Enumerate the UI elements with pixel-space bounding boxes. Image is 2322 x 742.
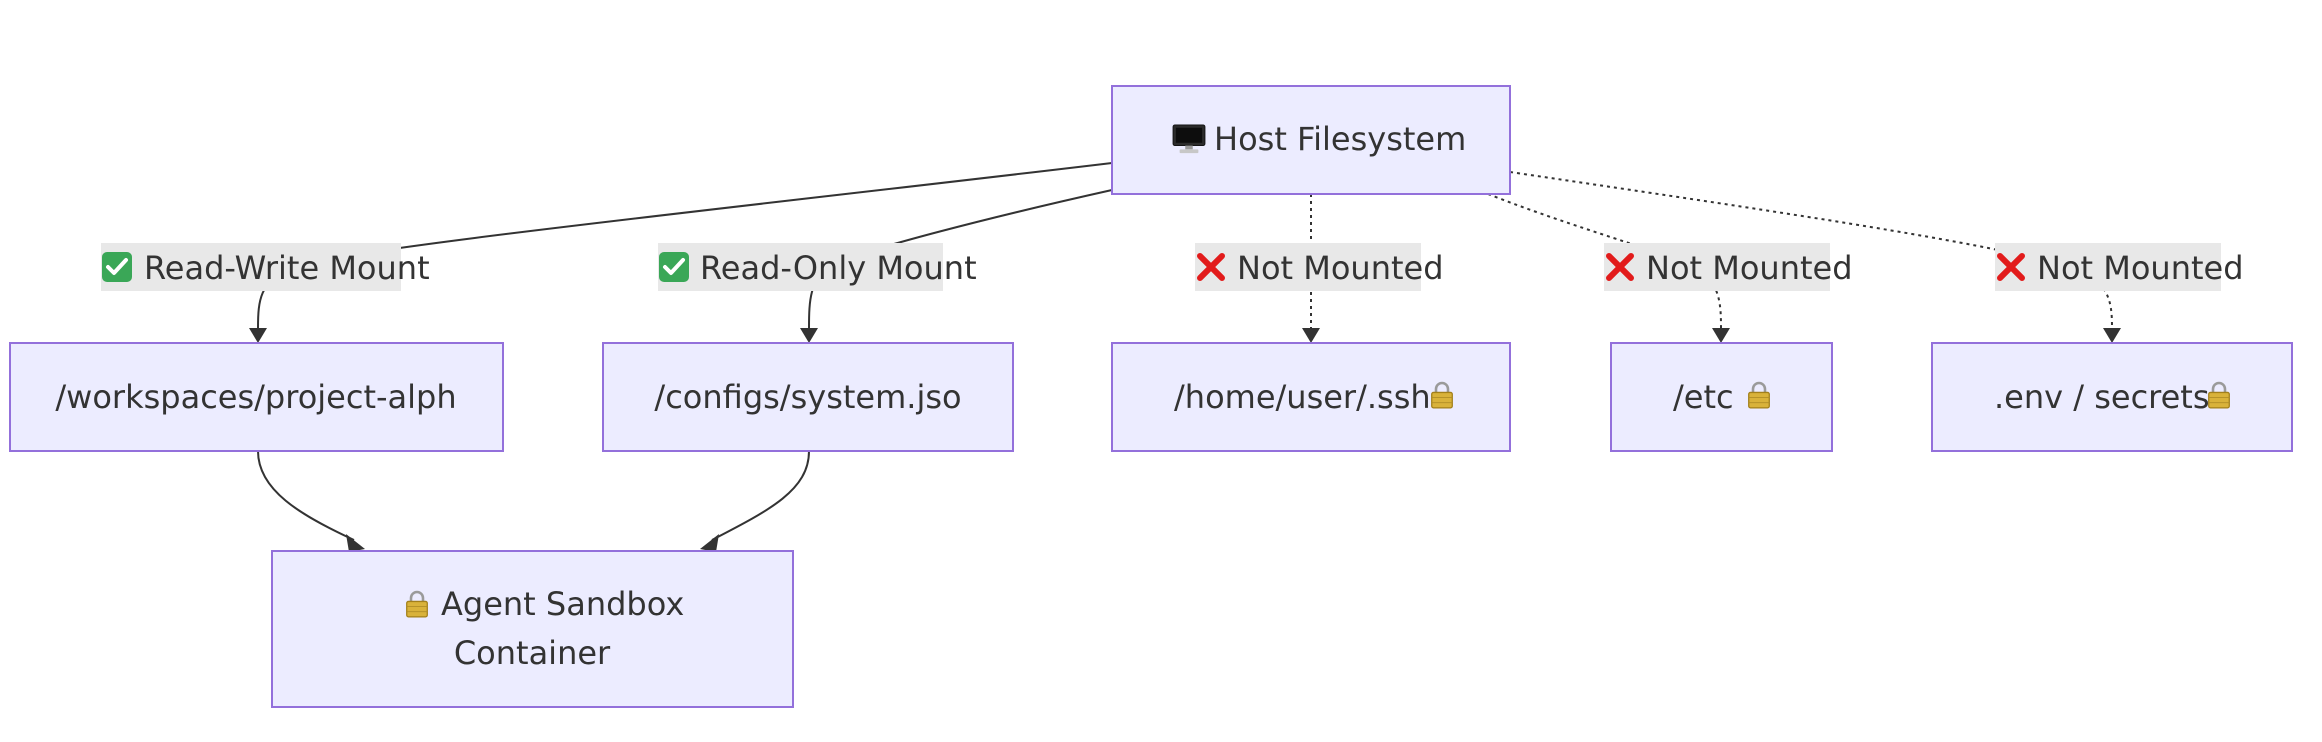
edge-workspaces-to-sandbox xyxy=(257,450,355,541)
arrowhead xyxy=(1302,328,1320,343)
node-agent-sandbox: Agent Sandbox Container xyxy=(271,550,794,708)
node-label-line1: Agent Sandbox xyxy=(441,585,684,623)
edge-label-text: Not Mounted xyxy=(1646,249,1853,287)
arrowhead xyxy=(800,328,818,343)
node-box xyxy=(271,550,794,708)
node-label: /etc xyxy=(1673,378,1734,416)
node-label: /configs/system.jso xyxy=(654,378,961,416)
arrowhead xyxy=(2103,328,2121,343)
node-box xyxy=(602,342,1014,452)
edge-label-not-mounted-etc: Not Mounted xyxy=(1604,243,1853,291)
node-ssh: /home/user/.ssh xyxy=(1111,342,1511,452)
node-label: .env / secrets xyxy=(1994,378,2210,416)
edge-label-background xyxy=(1195,243,1421,291)
edge-label-text: Not Mounted xyxy=(1237,249,1444,287)
arrowhead xyxy=(249,328,267,343)
check-icon xyxy=(101,251,133,283)
edge-label-background xyxy=(1995,243,2221,291)
node-label: /home/user/.ssh xyxy=(1174,378,1431,416)
edge-label-background xyxy=(1604,243,1830,291)
node-host-filesystem: Host Filesystem xyxy=(1111,85,1511,195)
node-box xyxy=(9,342,504,452)
edge-label-background xyxy=(101,243,401,291)
edge-label-read-write: Read-Write Mount xyxy=(101,243,430,291)
arrowhead xyxy=(346,534,365,552)
check-icon xyxy=(658,251,690,283)
node-configs: /configs/system.jso xyxy=(602,342,1014,452)
node-etc: /etc xyxy=(1610,342,1833,452)
arrowhead xyxy=(700,534,719,552)
edge-label-not-mounted-env: Not Mounted xyxy=(1995,243,2244,291)
node-workspaces: /workspaces/project-alph xyxy=(9,342,504,452)
edge-label-not-mounted-ssh: Not Mounted xyxy=(1195,243,1444,291)
node-box xyxy=(1931,342,2293,452)
node-label-line2: Container xyxy=(454,634,611,672)
edge-label-text: Read-Write Mount xyxy=(144,249,430,287)
node-label: /workspaces/project-alph xyxy=(55,378,456,416)
edge-label-background xyxy=(658,243,943,291)
edge-label-read-only: Read-Only Mount xyxy=(658,243,977,291)
node-box xyxy=(1610,342,1833,452)
arrowhead xyxy=(1712,328,1730,343)
node-env-secrets: .env / secrets xyxy=(1931,342,2293,452)
edge-label-text: Not Mounted xyxy=(2037,249,2244,287)
edge-label-text: Read-Only Mount xyxy=(700,249,977,287)
edge-configs-to-sandbox xyxy=(711,450,810,541)
node-label: Host Filesystem xyxy=(1214,120,1466,158)
